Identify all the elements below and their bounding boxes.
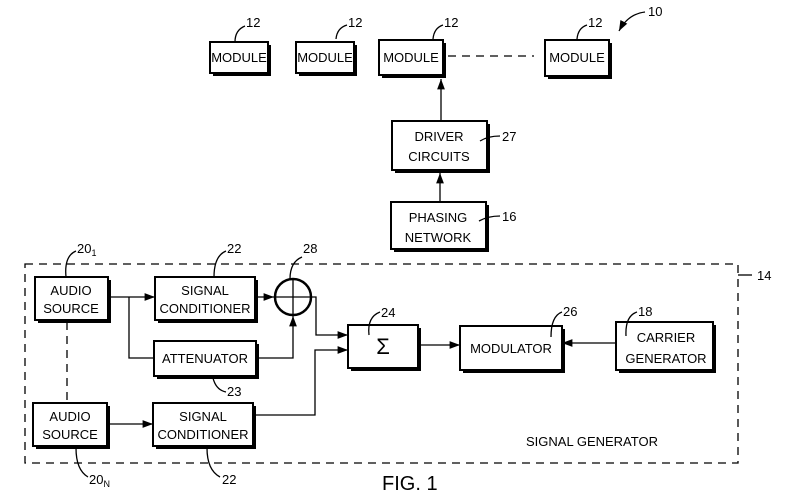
svg-text:MODULE: MODULE — [383, 50, 439, 65]
svg-text:26: 26 — [563, 304, 577, 319]
signal-conditioner-1-block: SIGNAL CONDITIONER 22 — [155, 241, 258, 323]
svg-text:28: 28 — [303, 241, 317, 256]
svg-text:PHASING: PHASING — [409, 210, 468, 225]
svg-text:14: 14 — [757, 268, 771, 283]
summer-block: Σ 24 — [348, 305, 421, 371]
svg-text:12: 12 — [348, 15, 362, 30]
module-2: MODULE 12 — [296, 15, 362, 76]
svg-text:CONDITIONER: CONDITIONER — [160, 301, 251, 316]
svg-text:DRIVER: DRIVER — [414, 129, 463, 144]
phasing-network-block: PHASING NETWORK 16 — [391, 202, 516, 252]
svg-text:NETWORK: NETWORK — [405, 230, 472, 245]
line-source1-to-attenuator — [129, 297, 154, 358]
modulator-block: MODULATOR 26 — [460, 304, 577, 373]
svg-text:MODULE: MODULE — [211, 50, 267, 65]
arrow-attenuator-to-adder — [258, 316, 293, 358]
svg-text:SOURCE: SOURCE — [42, 427, 98, 442]
module-3: MODULE 12 — [379, 15, 458, 78]
svg-text:SIGNAL GENERATOR: SIGNAL GENERATOR — [526, 434, 658, 449]
module-1: MODULE 12 — [210, 15, 271, 76]
svg-text:27: 27 — [502, 129, 516, 144]
arrow-adder-to-summer — [311, 297, 348, 335]
svg-text:AUDIO: AUDIO — [50, 283, 91, 298]
svg-text:12: 12 — [444, 15, 458, 30]
svg-text:SIGNAL: SIGNAL — [181, 283, 229, 298]
svg-text:GENERATOR: GENERATOR — [625, 351, 706, 366]
svg-text:10: 10 — [648, 4, 662, 19]
svg-text:ATTENUATOR: ATTENUATOR — [162, 351, 248, 366]
svg-text:24: 24 — [381, 305, 395, 320]
svg-text:CIRCUITS: CIRCUITS — [408, 149, 470, 164]
system-reference: 10 — [619, 4, 662, 31]
svg-text:22: 22 — [227, 241, 241, 256]
arrow-conditionerN-to-summer — [256, 350, 348, 415]
svg-text:Σ: Σ — [376, 334, 390, 359]
svg-text:16: 16 — [502, 209, 516, 224]
svg-text:CONDITIONER: CONDITIONER — [158, 427, 249, 442]
audio-source-n-block: AUDIO SOURCE 20N — [33, 403, 110, 489]
svg-text:MODULE: MODULE — [297, 50, 353, 65]
svg-text:18: 18 — [638, 304, 652, 319]
svg-text:MODULE: MODULE — [549, 50, 605, 65]
svg-text:20N: 20N — [89, 472, 110, 489]
signal-conditioner-n-block: SIGNAL CONDITIONER 22 — [153, 403, 256, 487]
svg-text:SIGNAL: SIGNAL — [179, 409, 227, 424]
svg-text:MODULATOR: MODULATOR — [470, 341, 552, 356]
svg-text:CARRIER: CARRIER — [637, 330, 696, 345]
svg-text:SOURCE: SOURCE — [43, 301, 99, 316]
module-n: MODULE 12 — [545, 15, 612, 79]
driver-circuits-block: DRIVER CIRCUITS 27 — [392, 121, 516, 173]
svg-text:AUDIO: AUDIO — [49, 409, 90, 424]
svg-text:201: 201 — [77, 241, 96, 258]
attenuator-block: ATTENUATOR 23 — [154, 341, 259, 399]
audio-source-1-block: AUDIO SOURCE 201 — [35, 241, 111, 323]
figure-caption: FIG. 1 — [382, 473, 438, 493]
carrier-generator-block: CARRIER GENERATOR 18 — [616, 304, 716, 373]
svg-text:12: 12 — [246, 15, 260, 30]
svg-text:22: 22 — [222, 472, 236, 487]
adder-junction: 28 — [275, 241, 317, 315]
svg-text:12: 12 — [588, 15, 602, 30]
svg-text:23: 23 — [227, 384, 241, 399]
